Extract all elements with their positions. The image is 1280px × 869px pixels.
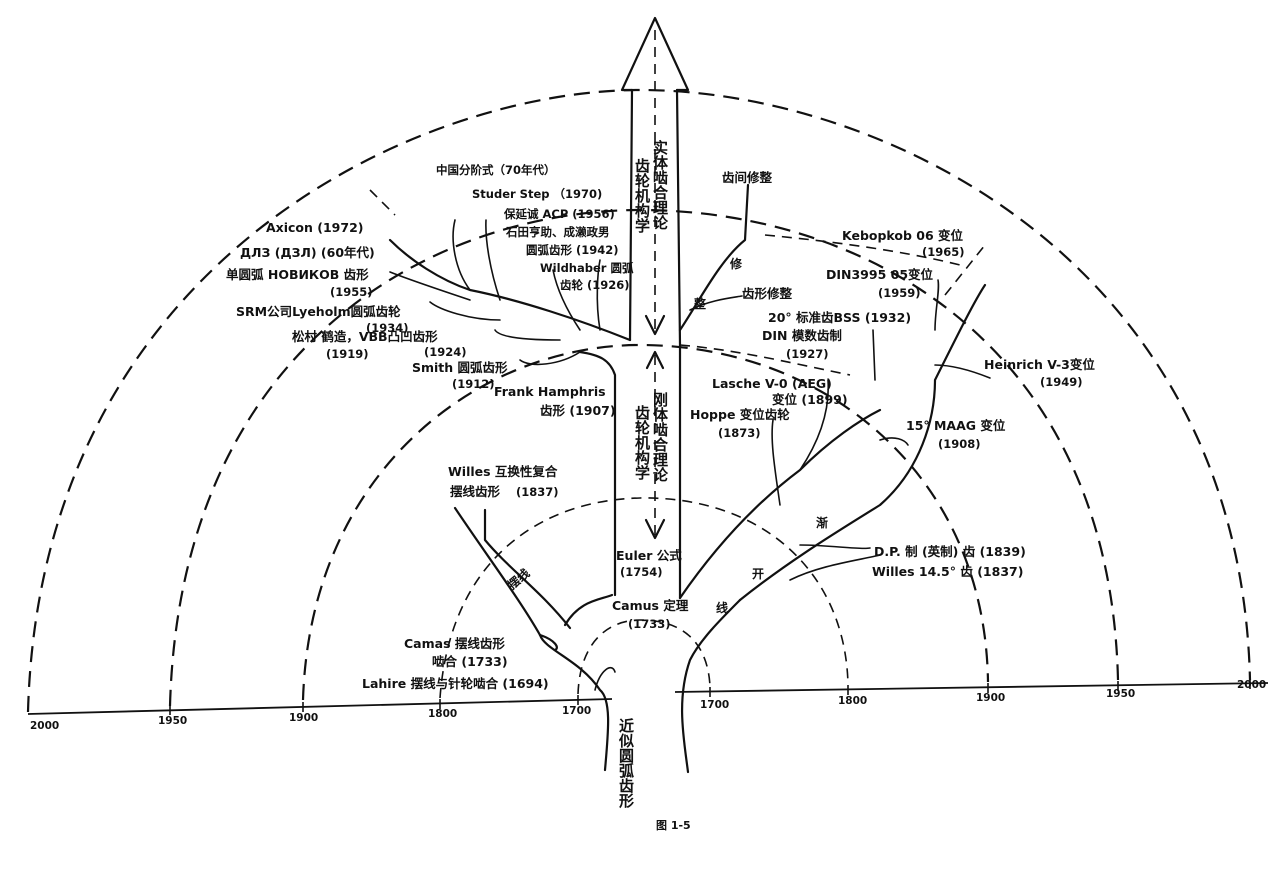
trunk-upper-left xyxy=(630,90,632,340)
label-lasche-2: 变位 (1899) xyxy=(772,392,848,407)
label-lahire: Lahire 摆线与针轮啮合 (1694) xyxy=(362,676,549,691)
label-vbb: 松村 鹤造，VBB凸凹齿形 xyxy=(292,329,438,344)
solid-theory-title: 实体啮合理论 xyxy=(651,139,669,230)
label-wildhaber: Wildhaber 圆弧 xyxy=(540,261,634,275)
label-maag-year: (1908) xyxy=(938,437,981,451)
label-smith-year: (1912) xyxy=(452,377,495,391)
solid-theory-subtitle: 齿轮机构学 xyxy=(633,158,651,234)
studer-twig xyxy=(453,220,470,290)
trunk-captions: 实体啮合理论 齿轮机构学 刚体啮合理论 齿轮机构学 近似圆弧齿形 xyxy=(617,139,669,809)
label-din-mod: DIN 模数齿制 xyxy=(762,328,842,343)
label-hoppe: Hoppe 变位齿轮 xyxy=(690,407,790,422)
label-kebop-year: (1965) xyxy=(922,245,965,259)
root-right-edge xyxy=(682,600,740,772)
vbb-twig xyxy=(495,330,560,340)
heinrich-twig xyxy=(935,365,990,378)
involute-char-3: 线 xyxy=(716,600,728,615)
label-circ-1942: 圆弧齿形 (1942) xyxy=(526,243,619,257)
label-din3995: DIN3995 05变位 xyxy=(826,267,934,282)
label-china-step: 中国分阶式（70年代） xyxy=(436,163,556,177)
label-camas-2: 啮合 (1733) xyxy=(432,654,508,669)
root-caption-1: 近似圆弧齿形 xyxy=(617,717,635,809)
camas-twig xyxy=(540,635,557,650)
label-willes-2: 摆线齿形 xyxy=(450,484,501,499)
label-willes-year: (1837) xyxy=(516,485,559,499)
label-heinrich: Heinrich V-3变位 xyxy=(984,357,1095,372)
labels-involute: 齿间修整 齿形修整 Kebopkob 06 变位 (1965) DIN3995 … xyxy=(690,170,1095,579)
maag-twig xyxy=(880,438,908,445)
label-1919: (1919) xyxy=(326,347,369,361)
label-euler: Euler 公式 xyxy=(616,548,682,563)
axis-tick-1950-right: 1950 xyxy=(1106,688,1135,700)
time-axis: 2000 1950 1900 1800 1700 1700 1800 1900 … xyxy=(28,679,1268,732)
label-willes145: Willes 14.5° 齿 (1837) xyxy=(872,564,1023,579)
srm-twig xyxy=(430,302,500,320)
label-hoppe-year: (1873) xyxy=(718,426,761,440)
labels-circular-arc: 中国分阶式（70年代） Studer Step （1970) 保延诚 ACP (… xyxy=(226,163,634,418)
label-hosaka: 保延诚 ACP (1956) xyxy=(503,207,615,221)
axis-tick-1900-right: 1900 xyxy=(976,692,1005,704)
label-wildhaber-2: 齿轮 (1926) xyxy=(560,278,630,292)
label-axicon: Axicon (1972) xyxy=(266,220,364,235)
axis-tick-1700-right: 1700 xyxy=(700,699,729,711)
label-lasche: Lasche V-0 (AEG) xyxy=(712,376,832,391)
label-maag: 15° MAAG 变位 xyxy=(906,418,1006,433)
label-dp: D.P. 制 (英制) 齿 (1839) xyxy=(874,544,1026,559)
din-twig xyxy=(873,330,875,380)
label-srm: SRM公司Lyeholm圆弧齿轮 xyxy=(236,304,401,319)
axis-tick-2000-right: 2000 xyxy=(1237,679,1266,691)
cycloid-branch-label: 摆线 xyxy=(504,565,532,592)
cycloid-join xyxy=(565,595,612,625)
involute-char-2: 开 xyxy=(752,567,764,581)
axis-tick-2000-left: 2000 xyxy=(30,720,59,732)
label-frank-2: 齿形 (1907) xyxy=(540,403,616,418)
label-ishida: 石田亨助、成濑政男 xyxy=(505,225,610,239)
axis-tick-1950-left: 1950 xyxy=(158,715,187,727)
axis-tick-1800-left: 1800 xyxy=(428,708,457,720)
label-euler-year: (1754) xyxy=(620,565,663,579)
label-novikov: 单圆弧 НОВИКОВ 齿形 xyxy=(226,267,369,282)
label-kebop: Kebopkob 06 变位 xyxy=(842,228,964,243)
label-smith: Smith 圆弧齿形 xyxy=(412,360,508,375)
label-willes: Willes 互换性复合 xyxy=(448,464,558,479)
label-din-mod-year: (1927) xyxy=(786,347,829,361)
mod-char-2: 整 xyxy=(693,296,706,311)
axis-tick-1700-left: 1700 xyxy=(562,705,591,717)
rigid-theory-subtitle: 齿轮机构学 xyxy=(633,405,651,481)
mod-char-1: 修 xyxy=(729,256,743,271)
label-novikov-year: (1955) xyxy=(330,285,373,299)
label-heinrich-year: (1949) xyxy=(1040,375,1083,389)
label-camas: Camas 摆线齿形 xyxy=(404,636,505,651)
label-dlz: ДЛЗ (ДЗЛ) (60年代) xyxy=(240,245,375,260)
figure-caption: 图 1-5 xyxy=(656,819,691,832)
label-profile-mod: 齿形修整 xyxy=(742,286,793,301)
trunk-right xyxy=(677,90,680,598)
involute-char-1: 渐 xyxy=(816,515,828,530)
label-vbb-year: (1924) xyxy=(424,345,467,359)
axicon-arrow xyxy=(370,190,395,215)
axis-tick-1800-right: 1800 xyxy=(838,695,867,707)
din3995-twig xyxy=(935,280,938,330)
label-studer: Studer Step （1970) xyxy=(472,187,602,201)
label-din3995-year: (1959) xyxy=(878,286,921,300)
root-left-edge xyxy=(540,635,608,770)
label-bss: 20° 标准齿BSS (1932) xyxy=(768,310,911,325)
label-tooth-mod: 齿间修整 xyxy=(722,170,773,185)
rigid-theory-title: 刚体啮合理论 xyxy=(651,392,669,482)
label-frank: Frank Hamphris xyxy=(494,384,606,399)
dp-twig xyxy=(790,555,880,580)
label-camus: Camus 定理 xyxy=(612,598,689,613)
axis-tick-1900-left: 1900 xyxy=(289,712,318,724)
label-camus-year: (1733) xyxy=(628,617,671,631)
